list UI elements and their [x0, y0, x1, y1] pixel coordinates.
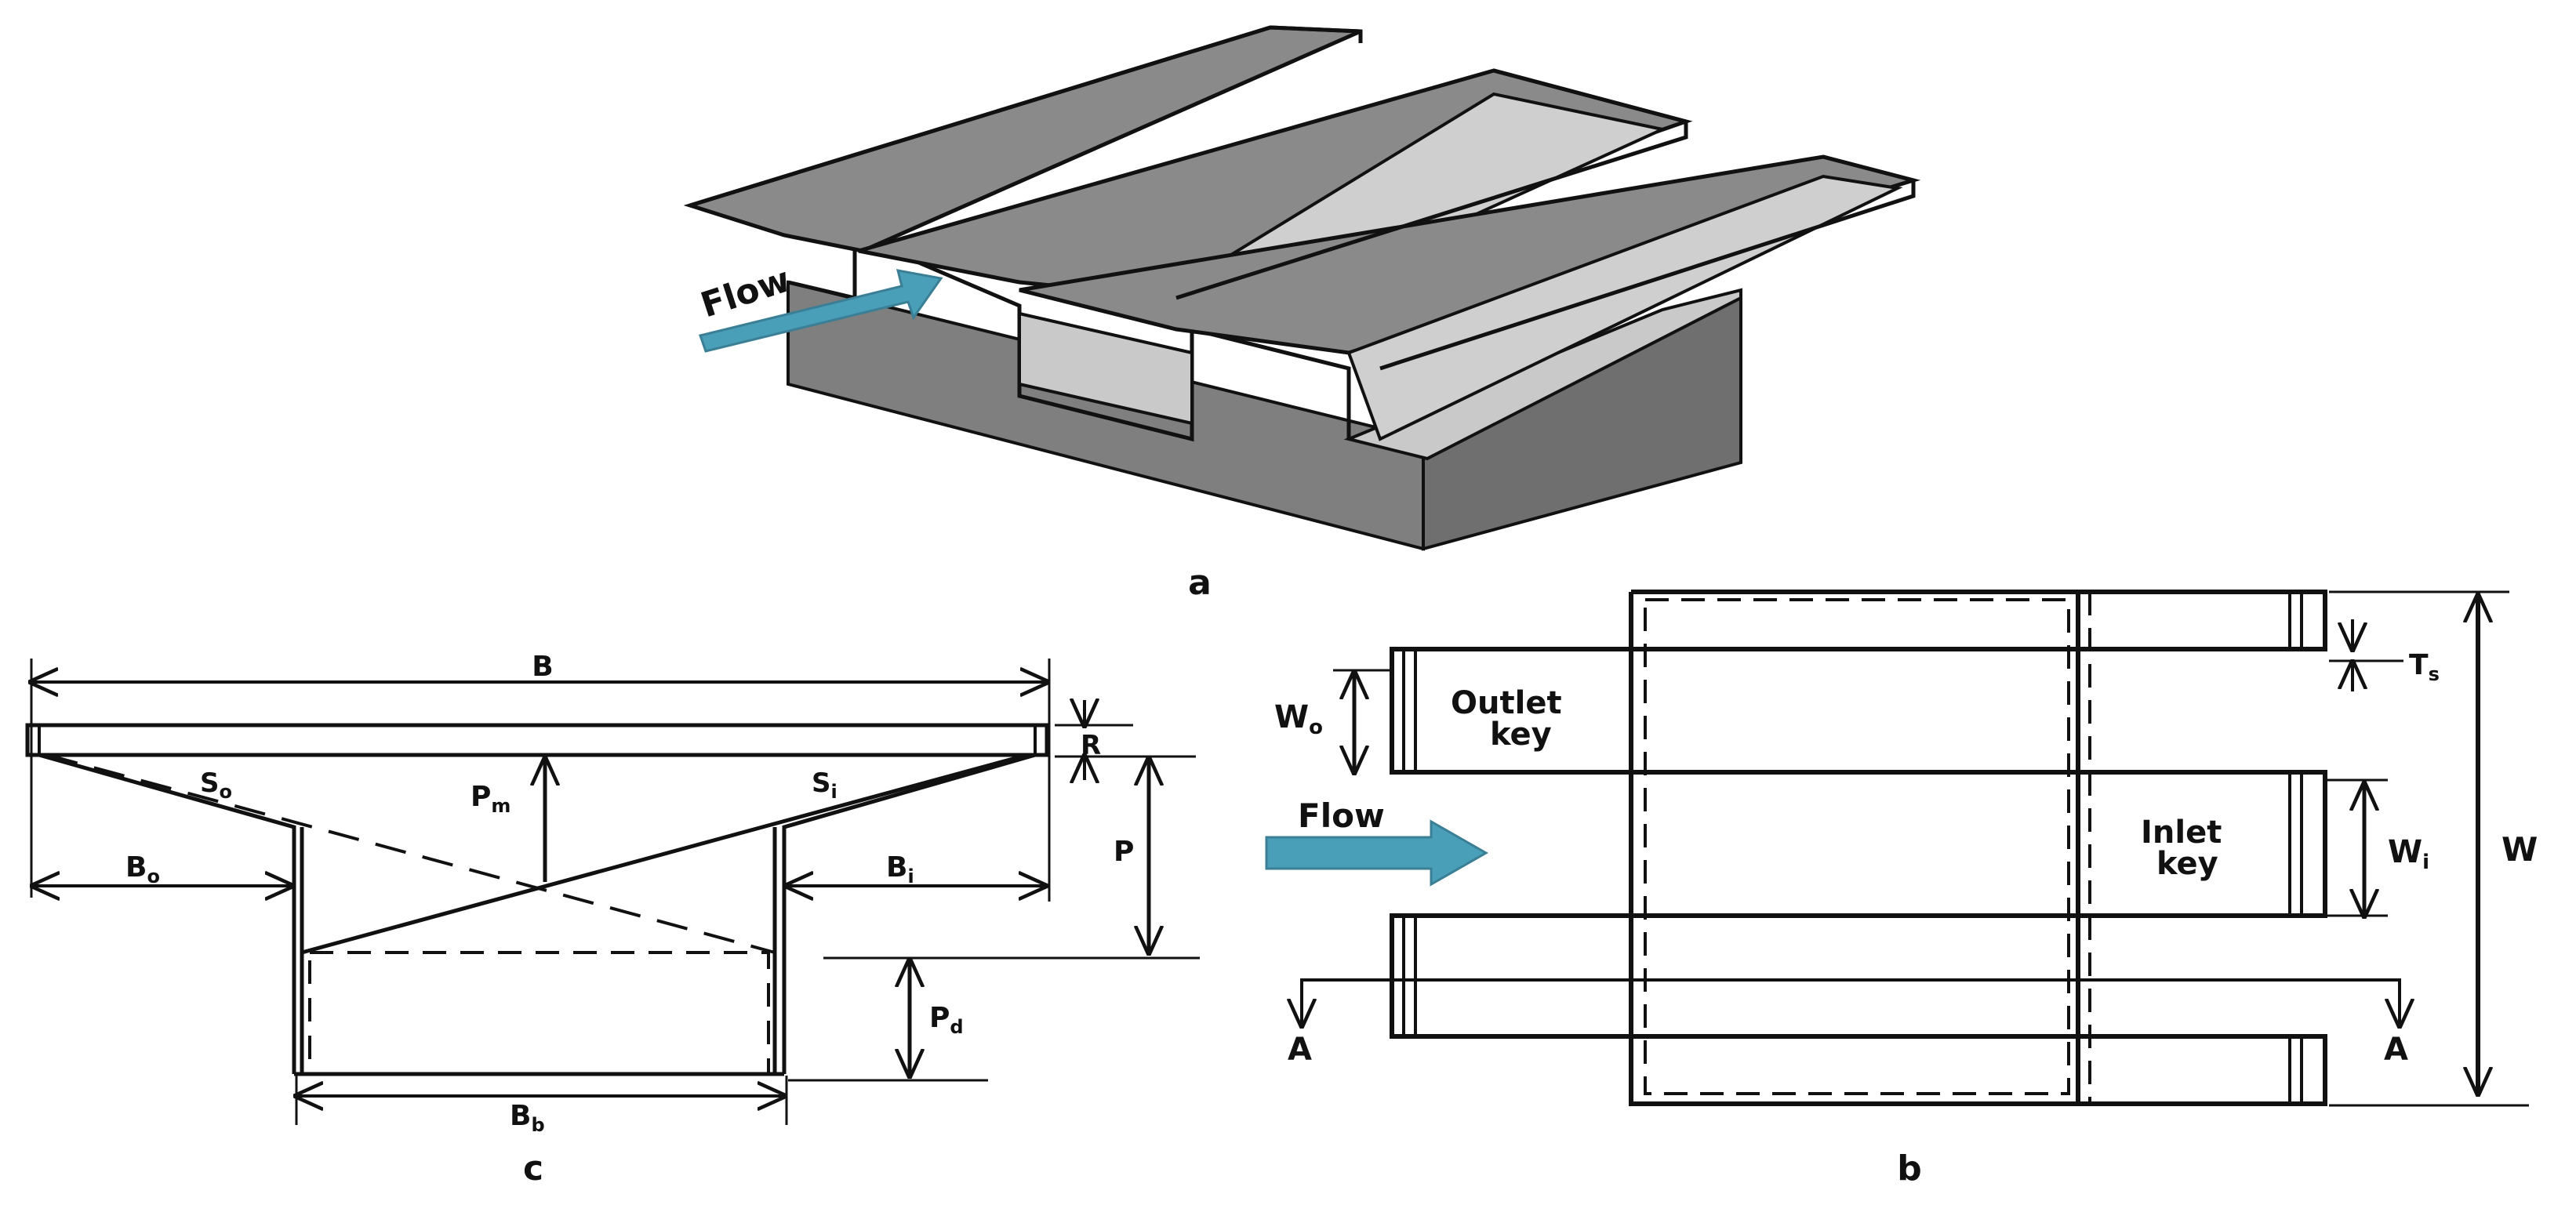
pedestal-dashed-rect	[1644, 598, 2070, 1095]
key-cutouts	[787, 232, 1351, 442]
inlet-key-label-2: key	[2156, 846, 2218, 882]
flow-arrow-a	[699, 269, 943, 353]
inlet-key-label-1: Inlet	[2141, 815, 2222, 851]
label-R: R	[1081, 730, 1101, 761]
panel-c-labels: B R So Si Pm P Bo Bi Pd Bb c	[125, 651, 1134, 1188]
top-rim-lines-2	[1175, 68, 1688, 300]
label-Wo: Wo	[1274, 699, 1323, 739]
label-Bi: Bi	[886, 851, 914, 887]
section-line-A-A	[1300, 978, 2401, 1019]
label-Si: Si	[812, 767, 837, 803]
label-Bb: Bb	[510, 1100, 545, 1136]
outlet-slope-dashed	[46, 753, 776, 954]
label-So: So	[200, 767, 232, 803]
label-Pm: Pm	[471, 781, 510, 817]
inlet-key-opening-1	[1018, 311, 1194, 426]
pedestal-box	[308, 951, 770, 1076]
caption-a: a	[1188, 563, 1212, 603]
top-rim-lines-3	[1379, 154, 1916, 371]
label-Bo: Bo	[125, 851, 160, 887]
label-P: P	[1114, 836, 1134, 868]
panel-b-plan-view	[1300, 590, 2529, 1107]
panel-b-labels: Flow Outlet key Inlet key Wo Wi W Ts A A…	[1274, 649, 2538, 1188]
label-B: B	[532, 651, 553, 683]
top-rim-lines	[689, 25, 1363, 208]
flow-arrow-b	[1265, 819, 1489, 887]
label-A-right: A	[2384, 1032, 2408, 1068]
caption-c: c	[523, 1148, 543, 1188]
panel-c-cross-section	[25, 659, 1200, 1125]
serpentine-outer	[1390, 590, 2327, 1106]
overhang-plate	[25, 723, 1049, 757]
inlet-key-opening-2	[1343, 288, 1742, 461]
caption-b: b	[1897, 1148, 1922, 1188]
label-Ts: Ts	[2409, 649, 2440, 685]
inlet-key-floor	[782, 753, 1036, 1074]
inlet-key-light-right	[1346, 174, 1903, 441]
label-Wi: Wi	[2388, 834, 2429, 874]
label-W: W	[2502, 830, 2538, 869]
label-A-left: A	[1288, 1032, 1312, 1068]
flow-label-b: Flow	[1298, 797, 1385, 835]
outlet-key-label-1: Outlet	[1451, 685, 1562, 721]
outlet-key-floor	[38, 753, 296, 1074]
label-Pd: Pd	[929, 1002, 964, 1038]
inlet-slope-line	[301, 753, 1028, 955]
outlet-key-label-2: key	[1490, 717, 1552, 753]
panel-a-isometric-view: Flow a	[683, 25, 1921, 603]
